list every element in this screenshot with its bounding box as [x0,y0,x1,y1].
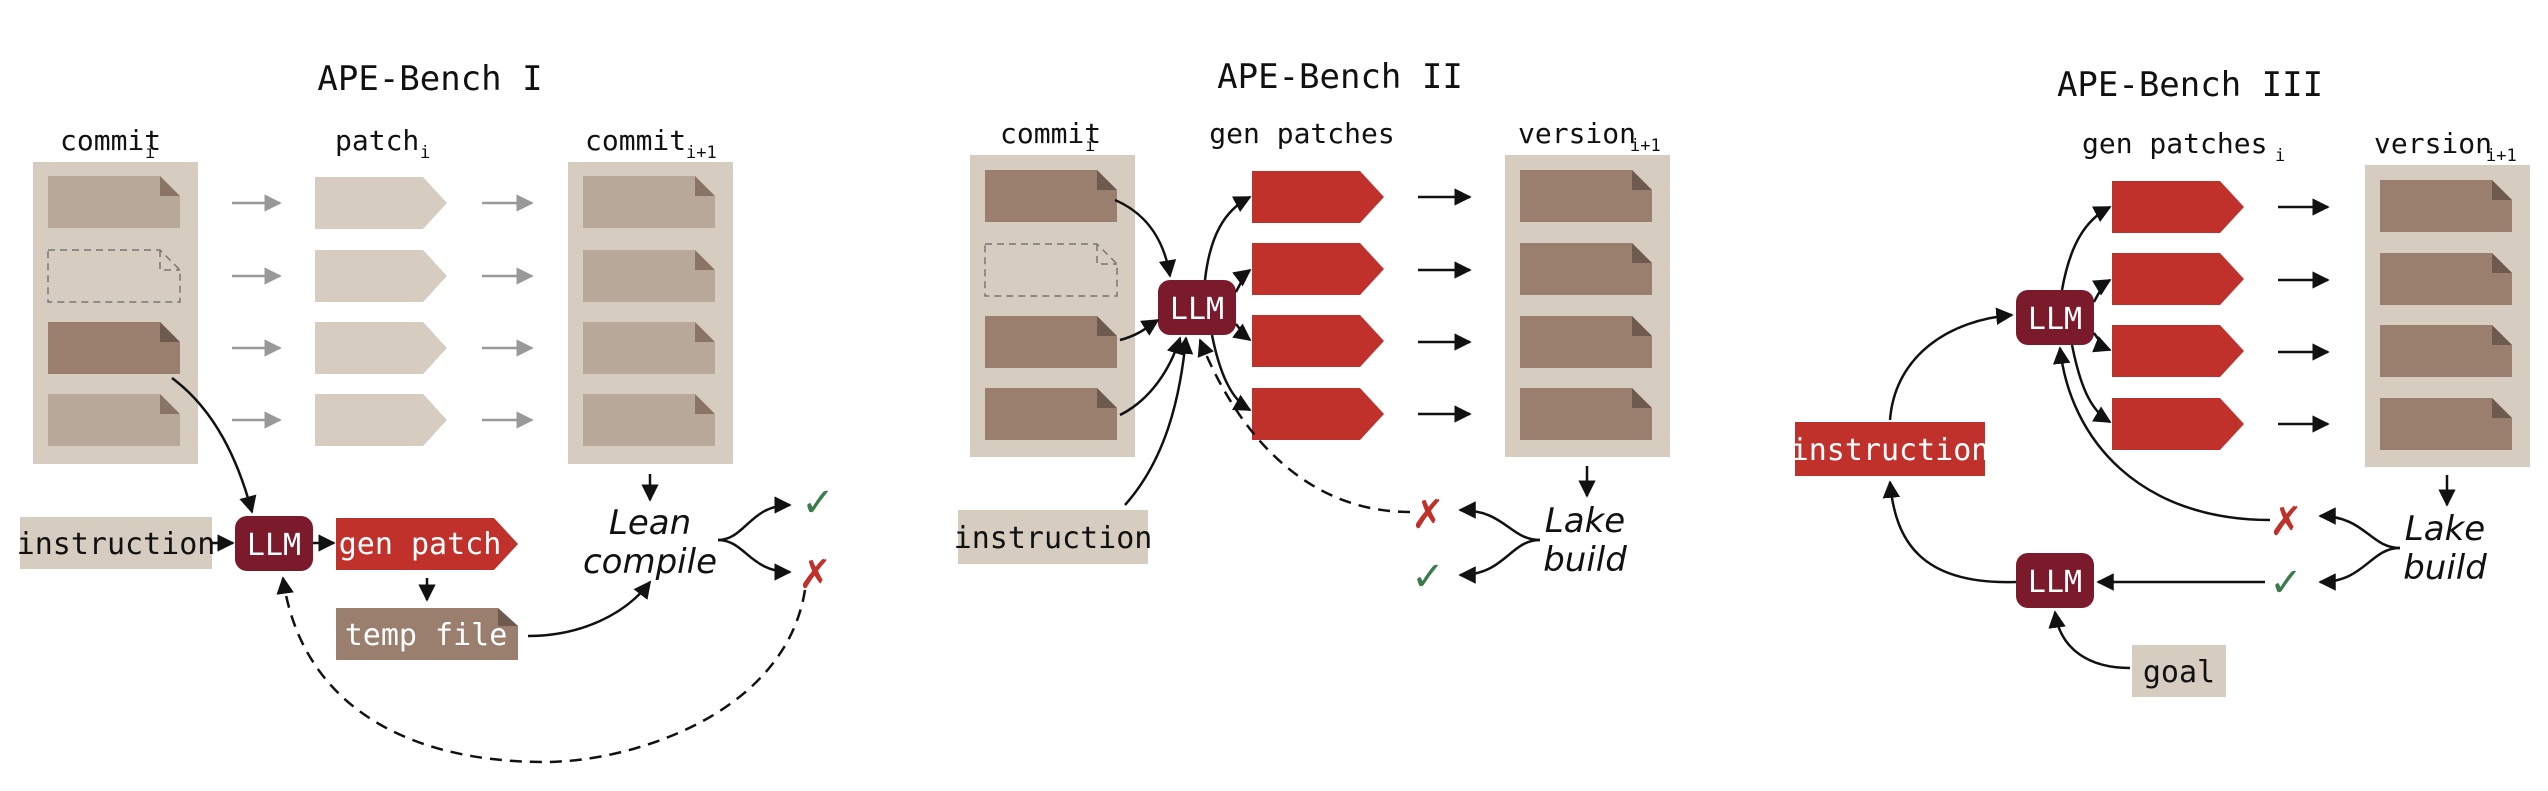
bench1-llm-label: LLM [247,528,301,563]
bench1-commit-next-header: commit [585,124,686,157]
bench2-version-file-2 [1520,243,1652,295]
bench2-file-4 [985,388,1117,440]
bench1-patch-4 [315,394,447,446]
bench1-section: APE-Bench I commit i patch i commit i+1 [17,59,835,764]
bench3-check-icon: ✓ [2269,560,2303,606]
bench3-patch-2 [2112,253,2244,305]
bench2-file-1 [985,170,1117,222]
bench3-version-file-4 [2380,398,2512,450]
bench2-llm-label: LLM [1170,292,1224,327]
bench2-flow-arrows [1114,188,1596,584]
bench3-llm-top-label: LLM [2028,302,2082,337]
bench3-patch-3 [2112,325,2244,377]
bench1-instruction-box [20,517,212,569]
bench3-llm-top-box [2016,290,2094,345]
bench2-patch-2 [1252,243,1384,295]
bench1-patch-1 [315,177,447,229]
bench2-commit-sub: i [1085,136,1095,156]
bench3-version-sub: i+1 [2486,146,2517,166]
bench3-version-file-3 [2380,325,2512,377]
bench3-goal-box [2132,645,2226,697]
bench3-llm-bottom-box [2016,553,2094,608]
bench1-temp-file-box [336,608,518,660]
bench3-version-file-1 [2380,180,2512,232]
bench3-patch-1 [2112,181,2244,233]
bench1-commit-next-sub: i+1 [686,143,717,163]
bench1-gen-patch-label: gen patch [339,527,502,562]
bench2-file-3 [985,316,1117,368]
bench1-patch-sub: i [420,143,430,163]
bench1-cross-icon: ✗ [798,552,832,598]
bench1-commit-sub: i [145,143,155,163]
bench2-patch-3 [1252,315,1384,367]
bench1-file-modified [48,322,180,374]
bench2-instruction-box [958,510,1148,564]
bench2-cross-icon: ✗ [1411,492,1445,538]
bench3-instruction-label: instruction [1791,433,1990,468]
bench1-file-1 [48,176,180,228]
bench1-patch-3 [315,322,447,374]
bench2-patch-1 [1252,171,1384,223]
bench2-lake-label-1: Lake [1545,501,1625,541]
bench3-cross-icon: ✗ [2269,499,2303,545]
bench3-gen-patches-sub: i [2275,146,2285,166]
bench1-next-file-2 [583,250,715,302]
bench1-next-file-3 [583,322,715,374]
bench3-version-file-2 [2380,253,2512,305]
bench2-version-file-4 [1520,388,1652,440]
bench3-lake-label-1: Lake [2405,509,2485,549]
bench3-instruction-box [1795,422,1985,476]
bench3-llm-bottom-label: LLM [2028,565,2082,600]
bench1-grey-arrows [232,194,534,429]
bench2-gen-patches-header: gen patches [1209,117,1394,150]
bench3-gen-patches-header: gen patches [2082,127,2267,160]
bench1-temp-file-label: temp file [345,618,508,653]
bench2-llm-box [1158,280,1236,335]
bench2-lake-label-2: build [1543,540,1627,580]
bench3-section: APE-Bench III gen patches i version i+1 … [1791,65,2530,697]
bench2-commit-header: commit [1000,117,1101,150]
bench1-lean-label-1: Lean [609,503,691,543]
bench3-version-header: version [2374,127,2492,160]
bench2-title: APE-Bench II [1217,57,1463,97]
bench2-version-sub: i+1 [1630,136,1661,156]
bench2-version-file-3 [1520,316,1652,368]
bench1-check-icon: ✓ [801,480,835,526]
bench2-check-icon: ✓ [1411,554,1445,600]
bench2-version-file-1 [1520,170,1652,222]
bench3-title: APE-Bench III [2057,65,2323,105]
bench1-flow-arrows [171,376,807,764]
bench3-goal-label: goal [2143,655,2215,690]
bench2-version-header: version [1518,117,1636,150]
bench3-lake-label-2: build [2403,548,2487,588]
bench1-next-file-1 [583,176,715,228]
bench1-title: APE-Bench I [317,59,542,99]
bench3-patch-4 [2112,398,2244,450]
bench1-file-4 [48,394,180,446]
bench2-patch-4 [1252,388,1384,440]
bench1-instruction-label: instruction [17,527,216,562]
bench1-patch-header: patch [335,124,419,157]
bench1-commit-header: commit [60,124,161,157]
bench1-gen-patch-box [336,518,518,570]
bench1-patch-2 [315,250,447,302]
bench3-flow-arrows [1882,198,2456,670]
bench2-instruction-label: instruction [954,521,1153,556]
bench2-section: APE-Bench II commit i gen patches versio… [954,57,1670,600]
bench1-llm-box [235,516,313,571]
bench1-lean-label-2: compile [583,542,717,582]
bench1-next-file-4 [583,394,715,446]
